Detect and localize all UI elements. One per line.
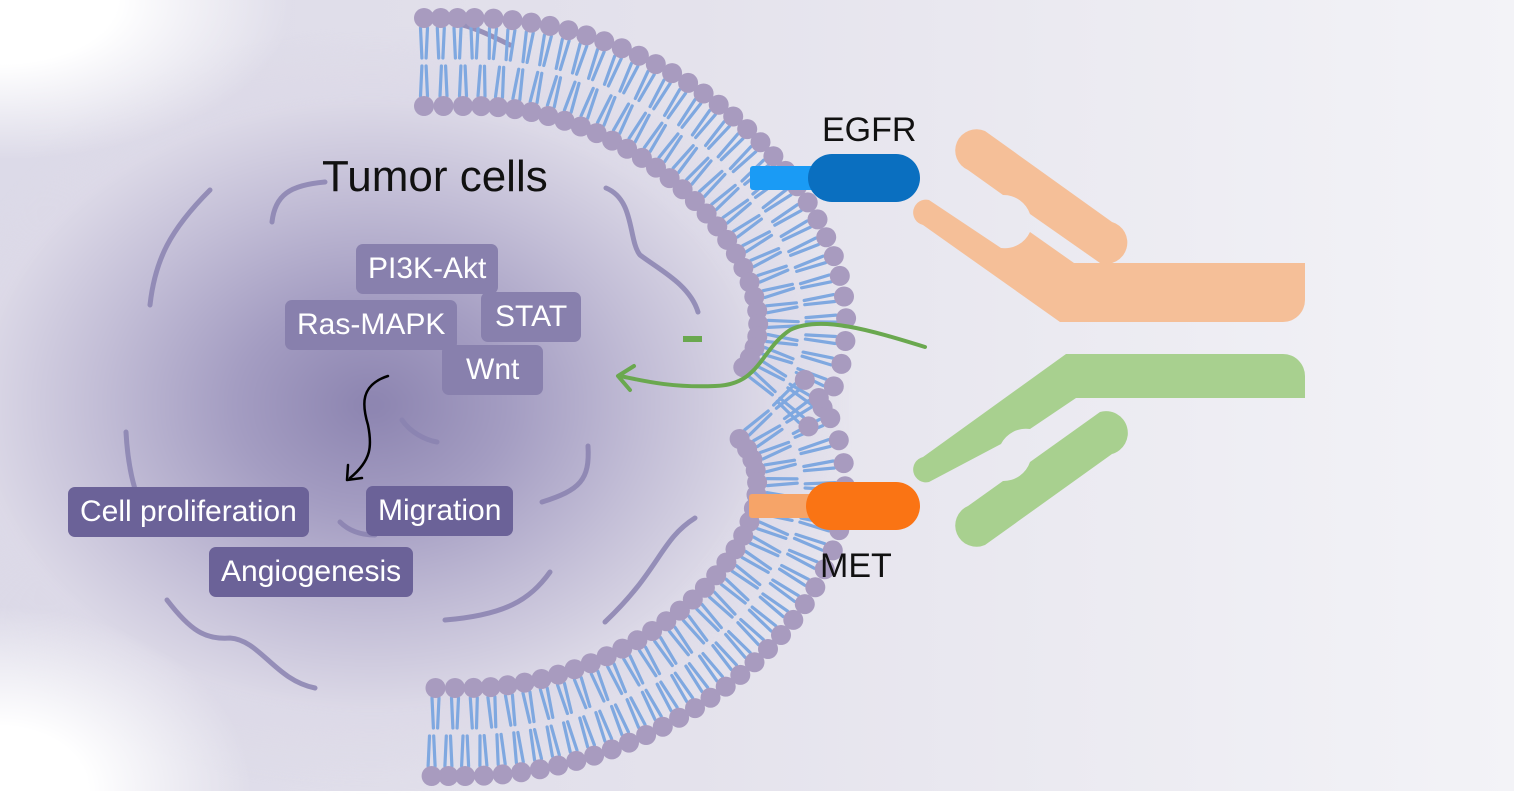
cell-title: Tumor cells (322, 152, 548, 202)
inhibition-bar-icon (683, 336, 702, 342)
pathway-ras-mapk: Ras-MAPK (285, 300, 457, 350)
inhibition-arrow (620, 324, 925, 386)
egfr-label: EGFR (822, 111, 916, 150)
pathway-wnt: Wnt (442, 345, 543, 395)
signaling-arrow (350, 376, 388, 478)
outcome-angiogenesis: Angiogenesis (209, 547, 413, 597)
pathway-pi3k-akt: PI3K-Akt (356, 244, 498, 294)
outcome-migration: Migration (366, 486, 513, 536)
pathway-stat: STAT (481, 292, 581, 342)
met-label: MET (820, 547, 892, 586)
outcome-cell-proliferation: Cell proliferation (68, 487, 309, 537)
